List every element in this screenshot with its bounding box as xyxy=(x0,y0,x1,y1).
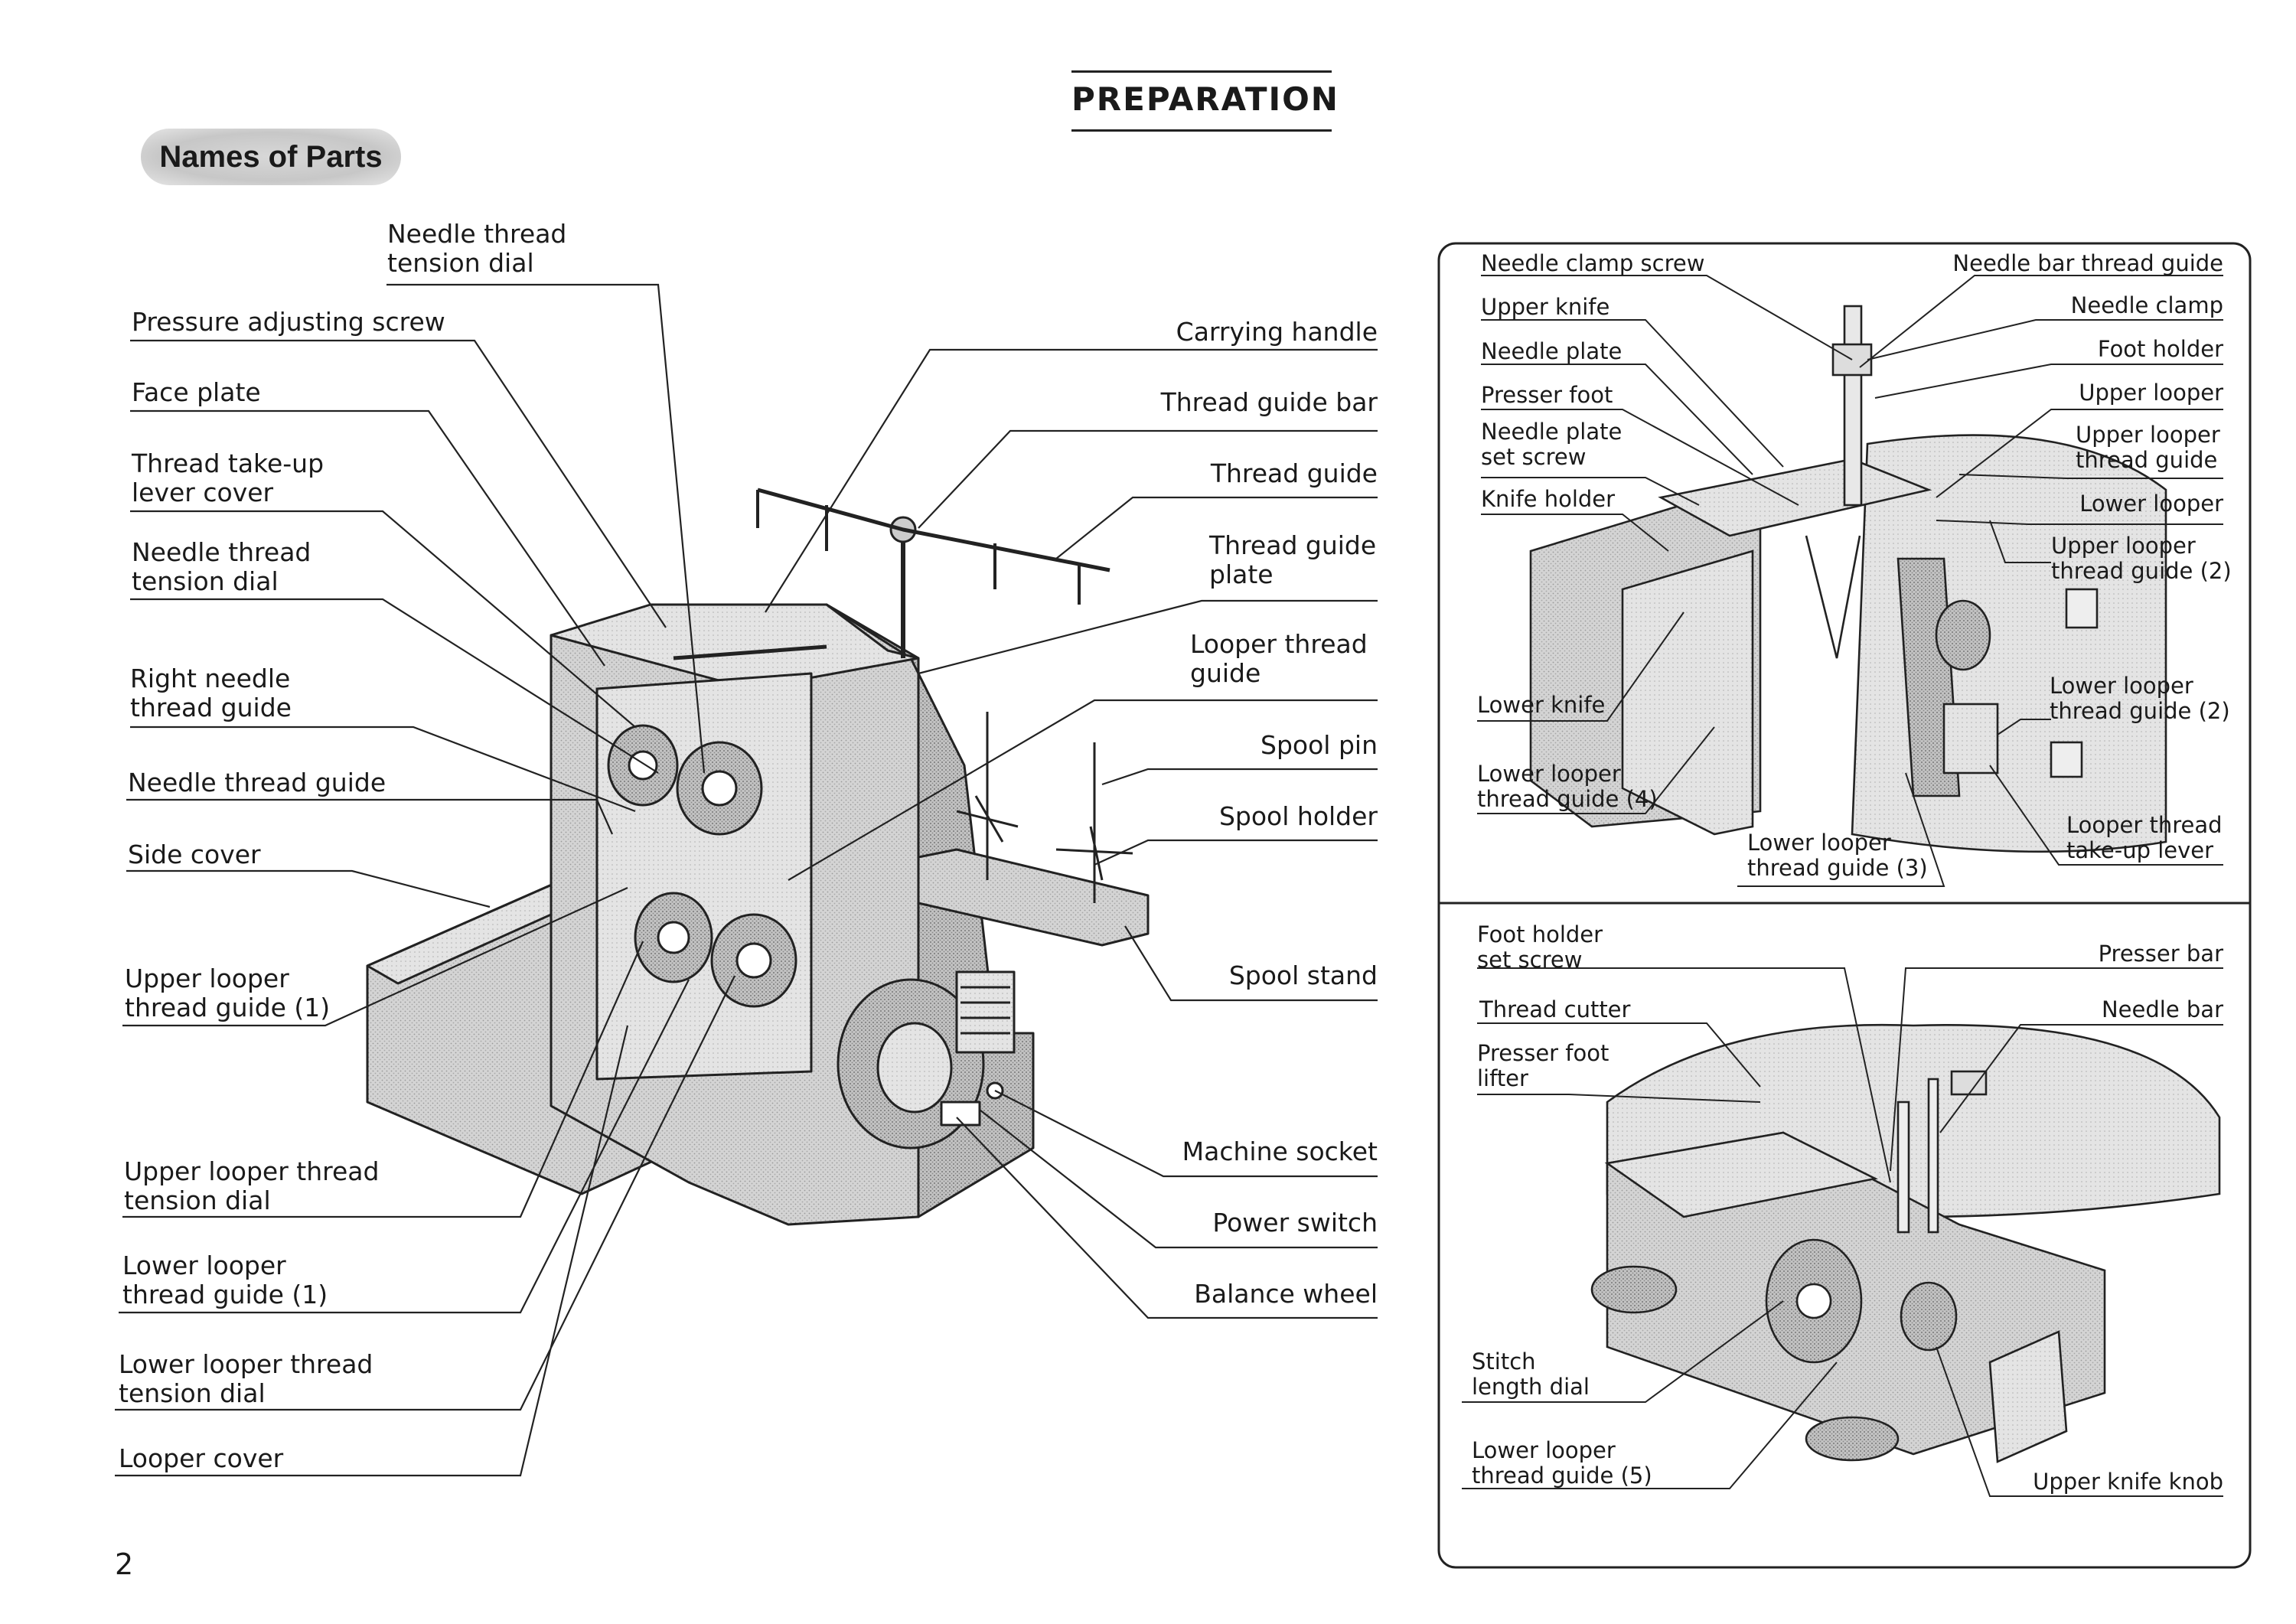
label-machine-socket: Machine socket xyxy=(1182,1136,1378,1166)
inset-top-illustration xyxy=(1529,305,2167,853)
label-lower-knife: Lower knife xyxy=(1477,692,1606,718)
label-face-plate: Face plate xyxy=(132,377,261,407)
label-thread-take-up-lever-cover: Thread take-up lever cover xyxy=(132,448,325,507)
label-spool-pin: Spool pin xyxy=(1261,730,1378,760)
label-needle-clamp: Needle clamp xyxy=(2070,292,2223,318)
label-lower-looper-thread-guide-1: Lower looper thread guide (1) xyxy=(122,1251,328,1309)
label-side-cover: Side cover xyxy=(128,840,261,869)
main-leaders-left xyxy=(115,283,735,1477)
label-lower-looper-thread-tension-dial: Lower looper thread tension dial xyxy=(119,1349,373,1408)
label-upper-looper-thread-guide-2: Upper looper thread guide (2) xyxy=(2051,533,2232,584)
label-upper-looper: Upper looper xyxy=(2079,380,2223,406)
main-leaders-right xyxy=(765,348,1378,1319)
label-needle-thread-tension-dial: Needle thread tension dial xyxy=(132,537,311,596)
label-spool-stand: Spool stand xyxy=(1228,960,1378,990)
label-pressure-adjusting-screw: Pressure adjusting screw xyxy=(132,307,445,337)
label-lower-looper-thread-guide-4: Lower looper thread guide (4) xyxy=(1477,761,1658,812)
label-lower-looper: Lower looper xyxy=(2079,491,2223,517)
label-upper-knife-knob: Upper knife knob xyxy=(2033,1469,2223,1495)
label-upper-looper-thread-guide: Upper looper thread guide xyxy=(2076,422,2220,473)
label-presser-foot: Presser foot xyxy=(1481,382,1613,408)
label-thread-guide-bar: Thread guide bar xyxy=(1160,387,1378,417)
serger-illustration xyxy=(366,488,1150,1226)
label-needle-clamp-screw: Needle clamp screw xyxy=(1481,250,1705,276)
label-balance-wheel: Balance wheel xyxy=(1194,1279,1378,1309)
label-looper-cover: Looper cover xyxy=(119,1443,284,1473)
label-presser-foot-lifter: Presser foot lifter xyxy=(1477,1040,1609,1091)
label-foot-holder-set-screw: Foot holder set screw xyxy=(1477,921,1603,973)
label-knife-holder: Knife holder xyxy=(1481,486,1616,512)
label-needle-bar: Needle bar xyxy=(2101,996,2223,1022)
label-upper-looper-thread-guide-1: Upper looper thread guide (1) xyxy=(125,964,331,1022)
label-upper-knife: Upper knife xyxy=(1481,294,1610,320)
label-carrying-handle: Carrying handle xyxy=(1176,317,1378,347)
label-thread-cutter: Thread cutter xyxy=(1479,996,1631,1022)
section-heading: Names of Parts xyxy=(141,129,401,185)
label-needle-thread-tension-dial-top: Needle thread tension dial xyxy=(387,219,567,278)
label-looper-thread-take-up-lever: Looper thread take-up lever xyxy=(2066,812,2223,863)
label-lower-looper-thread-guide-5: Lower looper thread guide (5) xyxy=(1472,1437,1652,1489)
label-lower-looper-thread-guide-3: Lower looper thread guide (3) xyxy=(1747,830,1928,881)
inset-bottom-illustration xyxy=(1590,1023,2221,1463)
label-presser-bar: Presser bar xyxy=(2098,941,2223,967)
label-looper-thread-guide: Looper thread guide xyxy=(1190,629,1368,688)
inset-top-leaders xyxy=(1477,275,2223,887)
label-thread-guide-plate: Thread guide plate xyxy=(1209,530,1377,589)
page-title: PREPARATION xyxy=(1071,70,1338,132)
label-needle-bar-thread-guide: Needle bar thread guide xyxy=(1952,250,2223,276)
page-number: 2 xyxy=(115,1547,134,1581)
label-needle-plate-set-screw: Needle plate set screw xyxy=(1481,419,1623,470)
label-spool-holder: Spool holder xyxy=(1218,801,1378,831)
label-lower-looper-thread-guide-2: Lower looper thread guide (2) xyxy=(2050,673,2230,724)
label-needle-plate: Needle plate xyxy=(1481,338,1623,364)
inset-bottom-leaders xyxy=(1462,967,2223,1497)
label-stitch-length-dial: Stitch length dial xyxy=(1472,1348,1590,1400)
label-foot-holder: Foot holder xyxy=(2097,336,2223,362)
label-upper-looper-thread-tension-dial: Upper looper thread tension dial xyxy=(124,1156,380,1215)
label-thread-guide: Thread guide xyxy=(1210,458,1378,488)
label-right-needle-thread-guide: Right needle thread guide xyxy=(130,664,292,722)
label-needle-thread-guide: Needle thread guide xyxy=(128,768,386,797)
label-power-switch: Power switch xyxy=(1212,1208,1378,1238)
